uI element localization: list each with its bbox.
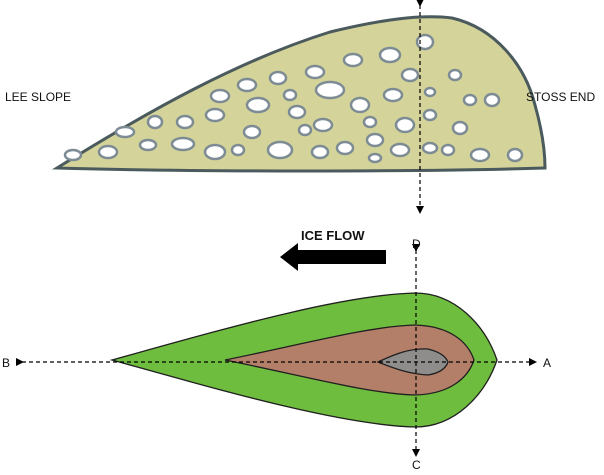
- clast: [382, 87, 404, 103]
- clast: [304, 64, 326, 80]
- clast: [365, 132, 385, 148]
- clast: [335, 140, 355, 156]
- clast: [394, 116, 416, 134]
- clasts: [63, 33, 524, 164]
- stoss-end-label: STOSS END: [526, 90, 596, 104]
- clast: [287, 104, 307, 120]
- clast: [440, 143, 456, 157]
- clast: [362, 115, 378, 129]
- clast: [63, 148, 83, 162]
- clast: [483, 92, 501, 108]
- clast: [175, 114, 195, 130]
- clast: [146, 114, 164, 130]
- ice-flow-label: ICE FLOW: [301, 228, 365, 243]
- clast: [236, 77, 258, 93]
- clast: [506, 147, 524, 163]
- profile-body: [51, 15, 547, 173]
- clast: [378, 46, 402, 64]
- clast: [421, 141, 439, 155]
- clast: [230, 143, 246, 157]
- clast: [367, 152, 383, 164]
- clast: [342, 52, 364, 68]
- drumlin-profile: [51, 15, 547, 173]
- clast: [310, 144, 330, 160]
- clast: [312, 117, 334, 133]
- clast: [297, 123, 313, 137]
- point-a-label: A: [543, 356, 552, 370]
- point-b-label: B: [2, 356, 11, 370]
- clast: [209, 88, 231, 104]
- clast: [268, 70, 288, 86]
- clast: [204, 107, 226, 123]
- clast: [423, 86, 437, 98]
- clast: [138, 138, 158, 152]
- clast: [447, 68, 463, 82]
- clast: [97, 144, 119, 160]
- clast: [314, 80, 346, 100]
- drumlin-plan: [109, 292, 498, 428]
- clast: [389, 142, 411, 158]
- point-d-label: D: [412, 237, 421, 251]
- clast: [245, 96, 271, 114]
- point-c-label: C: [412, 458, 421, 472]
- clast: [170, 136, 196, 152]
- clast: [114, 125, 136, 139]
- clast: [462, 93, 478, 107]
- ice-flow-arrow: [280, 243, 386, 271]
- clast: [422, 108, 438, 122]
- clast: [282, 88, 298, 102]
- clast: [400, 67, 420, 83]
- clast: [469, 147, 491, 163]
- clast: [349, 96, 371, 114]
- clast: [203, 143, 227, 161]
- clast: [242, 124, 262, 140]
- clast: [451, 120, 469, 136]
- lee-slope-label: LEE SLOPE: [5, 90, 72, 104]
- clast: [266, 140, 294, 160]
